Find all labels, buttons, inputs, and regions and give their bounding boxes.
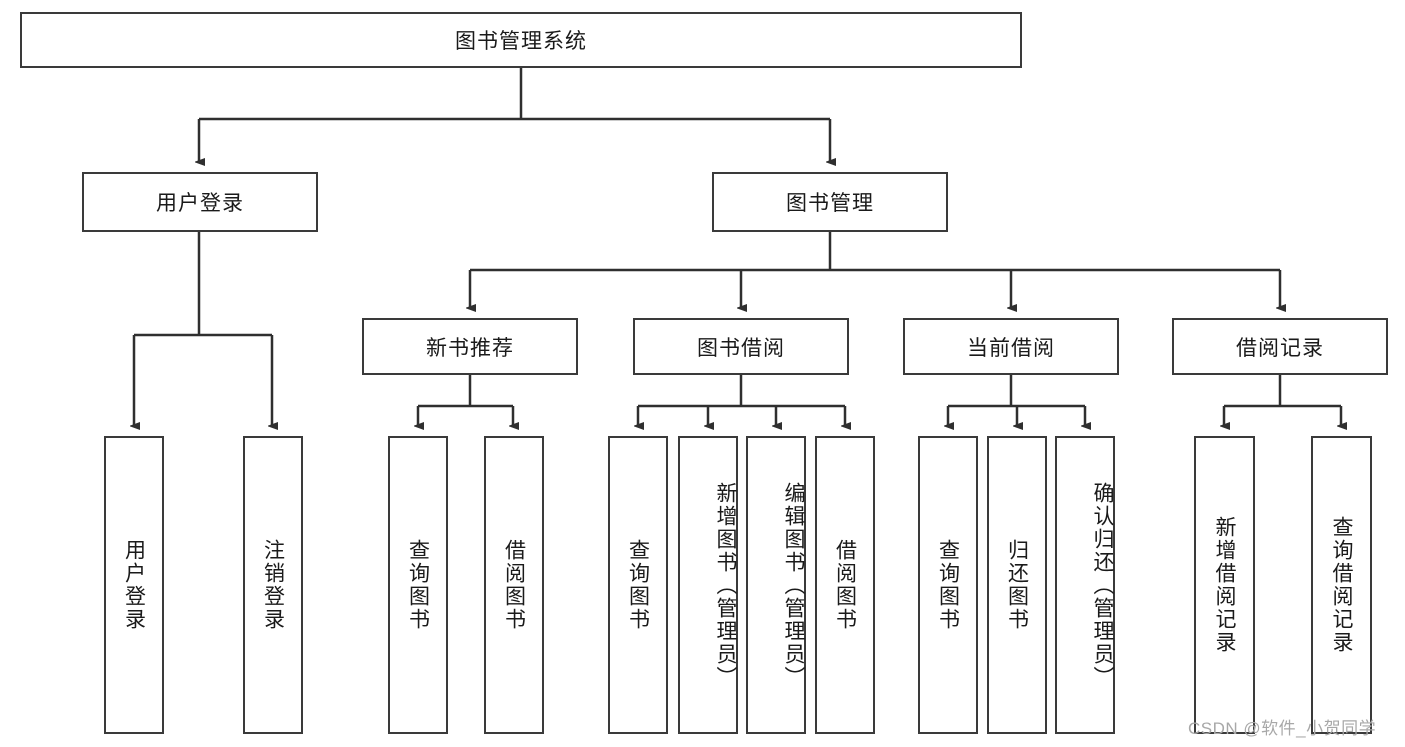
node-label: 借阅图书 — [502, 539, 526, 631]
node-label: 用户登录 — [122, 539, 146, 631]
node-label: 注销登录 — [261, 539, 285, 631]
node-label: 借阅记录 — [1236, 336, 1324, 360]
node-label: 查询图书 — [626, 539, 650, 631]
node-label: 当前借阅 — [967, 336, 1055, 360]
node-label: 查询图书 — [936, 539, 960, 631]
leaf-current-query-books[interactable]: 查询图书 — [918, 436, 978, 734]
node-book-borrowing[interactable]: 图书借阅 — [633, 318, 849, 375]
node-current-borrowing[interactable]: 当前借阅 — [903, 318, 1119, 375]
node-new-book-recommendation[interactable]: 新书推荐 — [362, 318, 578, 375]
node-root-book-management-system[interactable]: 图书管理系统 — [20, 12, 1022, 68]
leaf-current-return-books[interactable]: 归还图书 — [987, 436, 1047, 734]
node-user-login[interactable]: 用户登录 — [82, 172, 318, 232]
node-label: 编辑图书（管理员） — [782, 481, 805, 689]
leaf-record-query-record[interactable]: 查询借阅记录 — [1311, 436, 1372, 734]
leaf-borrow-query-books[interactable]: 查询图书 — [608, 436, 668, 734]
leaf-borrow-borrow-books[interactable]: 借阅图书 — [815, 436, 875, 734]
node-label: 新书推荐 — [426, 336, 514, 360]
leaf-borrow-add-book-admin[interactable]: 新增图书（管理员） — [678, 436, 738, 734]
leaf-borrow-edit-book-admin[interactable]: 编辑图书（管理员） — [746, 436, 806, 734]
node-book-management[interactable]: 图书管理 — [712, 172, 948, 232]
node-label: 图书管理 — [786, 192, 874, 215]
node-label: 图书管理系统 — [455, 30, 587, 53]
node-label: 确认归还（管理员） — [1091, 481, 1114, 689]
leaf-new-book-query-books[interactable]: 查询图书 — [388, 436, 448, 734]
leaf-new-book-borrow-books[interactable]: 借阅图书 — [484, 436, 544, 734]
node-label: 查询借阅记录 — [1330, 516, 1353, 654]
node-label: 新增借阅记录 — [1213, 516, 1236, 654]
node-label: 归还图书 — [1005, 539, 1029, 631]
node-borrowing-record[interactable]: 借阅记录 — [1172, 318, 1388, 375]
leaf-current-confirm-return-admin[interactable]: 确认归还（管理员） — [1055, 436, 1115, 734]
watermark: CSDN @软件_小贺同学 — [1188, 719, 1377, 738]
leaf-record-add-record[interactable]: 新增借阅记录 — [1194, 436, 1255, 734]
node-label: 用户登录 — [156, 192, 244, 215]
node-label: 新增图书（管理员） — [714, 481, 737, 689]
node-label: 图书借阅 — [697, 336, 785, 360]
node-label: 查询图书 — [406, 539, 430, 631]
leaf-user-login-logout[interactable]: 注销登录 — [243, 436, 303, 734]
node-label: 借阅图书 — [833, 539, 857, 631]
leaf-user-login-login[interactable]: 用户登录 — [104, 436, 164, 734]
